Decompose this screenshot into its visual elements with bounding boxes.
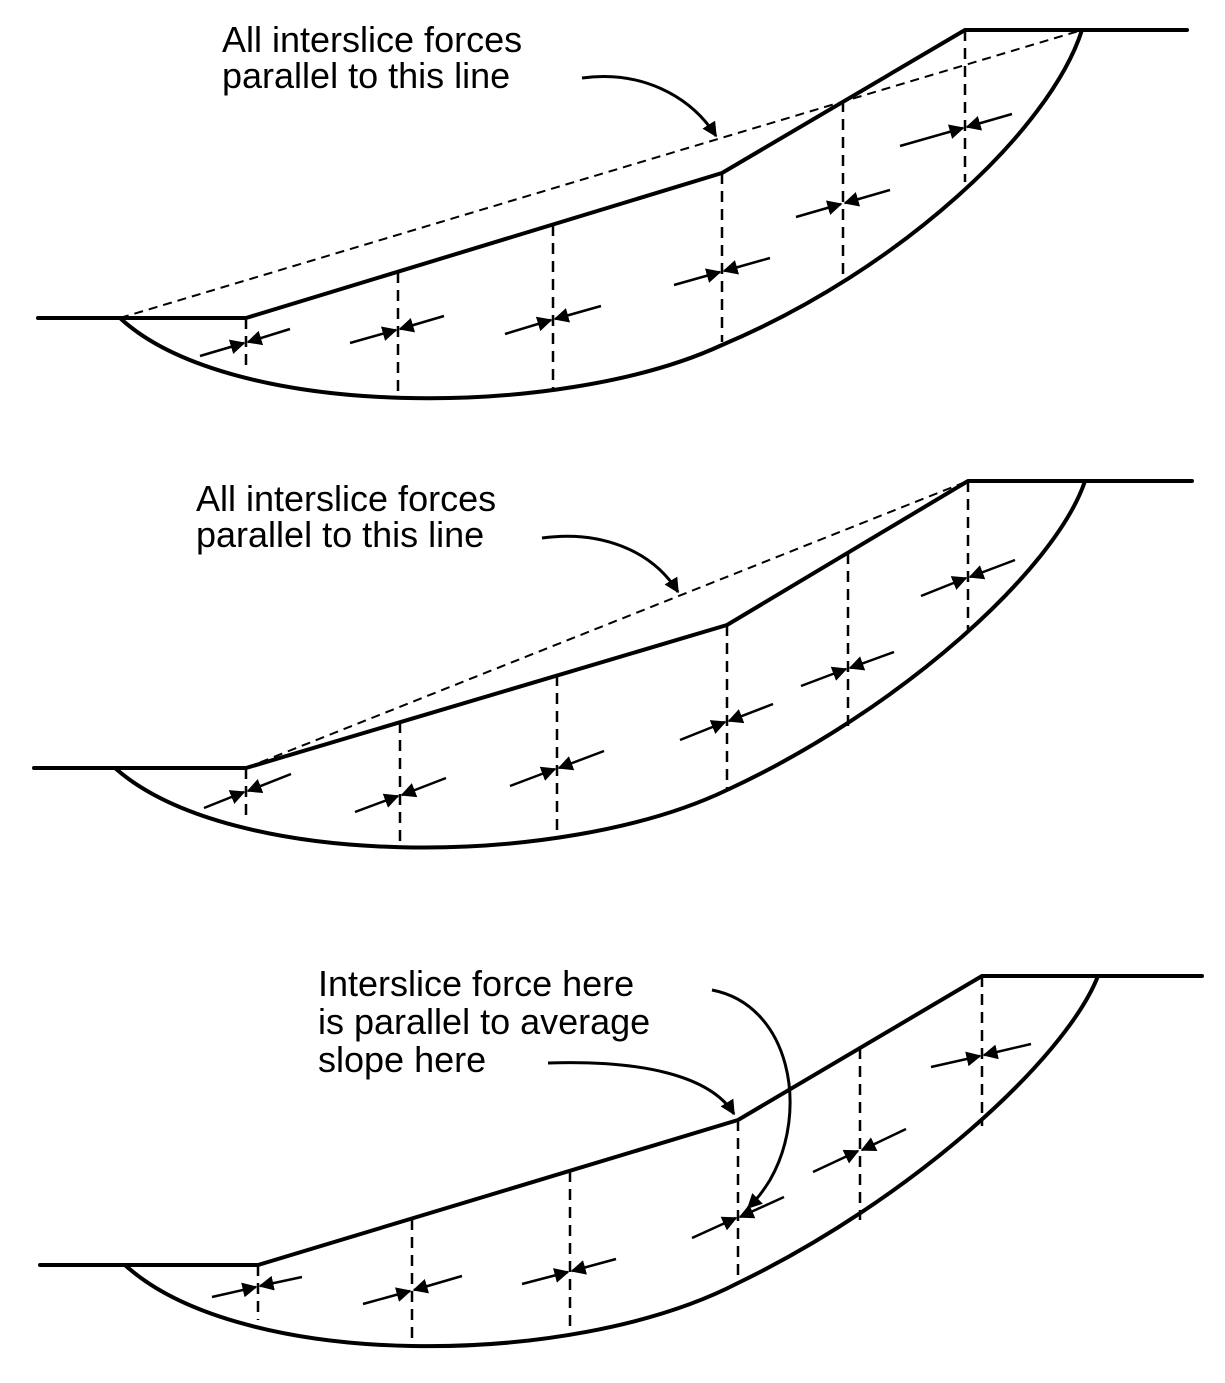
annotation-top: All interslice forces parallel to this l… [222, 22, 522, 94]
reference-line [119, 29, 1083, 319]
annotation-line: is parallel to average [318, 1001, 651, 1042]
slice-boundaries [244, 481, 970, 843]
interslice-forces [211, 1042, 1032, 1306]
ground-surface [32, 479, 1194, 770]
force-pair [199, 327, 291, 358]
force-pair [795, 188, 891, 219]
annotation-line: slope here [318, 1039, 487, 1080]
annotation-line: parallel to this line [196, 514, 485, 555]
slip-surface [123, 975, 1100, 1349]
force-pair [211, 1275, 303, 1299]
force-pair [504, 304, 602, 336]
interslice-forces [199, 112, 1013, 358]
ground-surface [38, 974, 1204, 1267]
annotation-line: All interslice forces [222, 19, 523, 60]
annotation-leader [711, 988, 792, 1210]
annotation-middle: All interslice forces parallel to this l… [196, 481, 496, 553]
annotation-leader [547, 1061, 736, 1116]
force-pair [800, 650, 895, 688]
panel-middle [32, 479, 1194, 850]
annotation-leader [541, 534, 680, 594]
annotation-leader [581, 75, 718, 138]
panel-top [36, 28, 1189, 401]
force-pair [509, 749, 605, 788]
annotation-bottom: Interslice force here is parallel to ave… [318, 965, 650, 1079]
force-pair [362, 1274, 463, 1306]
slip-surface [113, 480, 1087, 850]
force-pair [899, 112, 1013, 148]
annotation-line: Interslice force here [318, 963, 635, 1004]
panel-bottom [38, 974, 1204, 1349]
force-pair [673, 256, 771, 287]
force-pair [354, 776, 447, 814]
force-pair [679, 702, 774, 742]
slip-surface [118, 29, 1084, 401]
annotation-line: All interslice forces [196, 478, 497, 519]
force-pair [521, 1257, 617, 1286]
ground-surface [36, 28, 1189, 320]
force-pair [812, 1127, 907, 1174]
interslice-forces [203, 558, 1016, 814]
force-pair [349, 314, 445, 345]
force-pair [930, 1042, 1032, 1069]
slice-boundaries [256, 976, 984, 1340]
force-pair [203, 772, 292, 810]
reference-line [245, 480, 969, 769]
annotation-line: parallel to this line [222, 55, 511, 96]
slice-boundaries [244, 30, 967, 392]
force-pair [920, 558, 1016, 598]
